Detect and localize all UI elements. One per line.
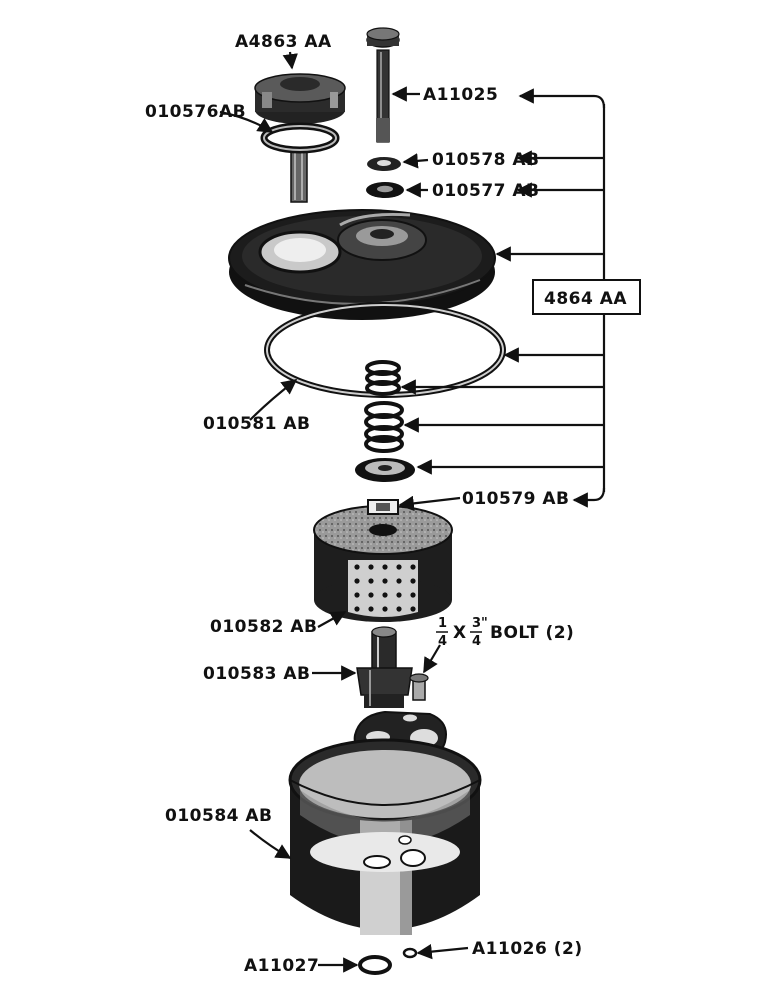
label-bolt-seal: 010577 AB xyxy=(432,181,540,201)
leader-filter-bowl xyxy=(249,829,292,859)
label-drain-plug: A11027 xyxy=(244,956,319,976)
label-center-tube: 010583 AB xyxy=(203,664,311,684)
label-cover-screw-gasket: 010576AB xyxy=(145,102,246,122)
bolt-spec-fraction1-den: 4 xyxy=(438,634,447,649)
leader-cover-screw xyxy=(282,51,298,70)
lower-spring-part xyxy=(364,401,404,453)
cover-screw-gasket-part xyxy=(260,122,340,154)
filter-element-part xyxy=(313,499,453,622)
upper-spring-part xyxy=(365,360,401,396)
label-filter-bowl: 010584 AB xyxy=(165,806,273,826)
label-cover-screw: A4863 AA xyxy=(235,32,332,52)
label-filter-element: 010582 AB xyxy=(210,617,318,637)
drain-gasket-part xyxy=(402,947,418,959)
bolt-spec-fraction2-den: 4 xyxy=(472,634,481,649)
label-drain-gasket: A11026 (2) xyxy=(472,939,583,959)
assembly-bracket xyxy=(400,88,641,508)
drain-plug-part xyxy=(358,955,392,975)
label-center-bolt: A11025 xyxy=(423,85,498,105)
bolt-spec-text: BOLT (2) xyxy=(490,623,574,643)
label-spring-seat: 010579 AB xyxy=(462,489,570,509)
leader-filter-element xyxy=(317,611,347,628)
center-bolt-part xyxy=(366,27,400,143)
leader-lines xyxy=(219,51,469,973)
filter-bowl-part xyxy=(288,738,482,935)
leader-small-bolt xyxy=(423,644,441,674)
label-cover-gasket: 010581 AB xyxy=(203,414,311,434)
cover-screw-part xyxy=(254,73,346,203)
center-tube-part xyxy=(356,626,413,708)
bolt-spec-fraction1-num: 1 xyxy=(438,616,447,631)
bolt-spec-label: 1 4 X 3" 4 BOLT (2) xyxy=(436,616,574,649)
spring-seat-part xyxy=(355,458,415,482)
small-bolt-part xyxy=(409,673,429,701)
leader-cover-screw-gasket xyxy=(219,110,274,133)
leader-cover-gasket xyxy=(249,379,298,421)
leader-drain-gasket xyxy=(416,943,469,960)
leader-bolt-washer xyxy=(402,153,429,169)
bolt-washer-part xyxy=(367,157,401,171)
bolt-spec-times: X xyxy=(453,623,467,643)
label-bolt-washer: 010578 AB xyxy=(432,150,540,170)
filter-cover-part xyxy=(228,209,496,320)
bolt-spec-fraction2-num: 3" xyxy=(472,616,488,631)
label-assembly-ref: 4864 AA xyxy=(544,289,627,309)
leader-spring-seat xyxy=(398,495,461,512)
bolt-seal-part xyxy=(366,182,404,198)
